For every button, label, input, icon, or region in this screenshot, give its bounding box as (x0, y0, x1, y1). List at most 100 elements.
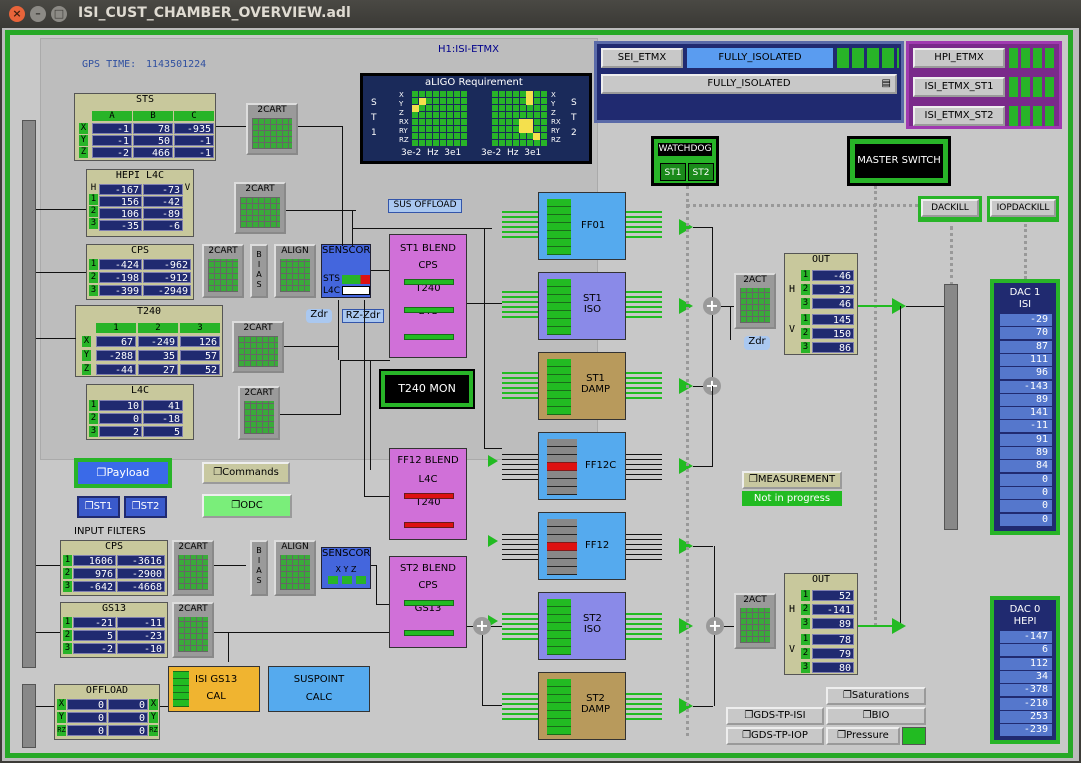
wire (160, 706, 168, 707)
out-cell: 78 (812, 634, 854, 646)
freq-max: 3e1 (524, 148, 542, 158)
cps-cell: -198 (99, 272, 142, 284)
st1-button[interactable]: ❐ST1 (77, 496, 120, 518)
pressure-button[interactable]: ❐Pressure (826, 727, 900, 745)
aligo-title: aLIGO Requirement (425, 77, 523, 88)
cps-input-2cart-button[interactable]: 2CART (172, 540, 214, 596)
measurement-button[interactable]: ❐MEASUREMENT (742, 471, 842, 489)
wire (36, 706, 54, 707)
bio-button[interactable]: ❐BIO (826, 707, 926, 725)
bio-label: BIO (871, 710, 890, 721)
hpi-etmx-button[interactable]: HPI_ETMX (913, 48, 1005, 68)
sei-etmx-button[interactable]: SEI_ETMX (601, 48, 683, 68)
output-line (858, 625, 892, 627)
row-1: 1 (89, 400, 98, 411)
minimize-window-button[interactable]: – (30, 6, 46, 22)
suspoint-calc-block[interactable]: SUSPOINT CALC (268, 666, 370, 712)
st1-2act-button[interactable]: 2ACT (734, 273, 776, 329)
ff12-blend-block[interactable]: FF12 BLEND L4C T240 (389, 448, 467, 540)
t240-cell: 126 (180, 336, 220, 348)
row-1: 1 (63, 555, 72, 566)
st1-iso-block[interactable]: ST1 ISO (538, 272, 626, 340)
row-2: 2 (63, 568, 72, 579)
wire (36, 632, 60, 633)
t240-2cart-button[interactable]: 2CART (232, 321, 284, 373)
ff12-blend-t240: T240 (415, 497, 441, 508)
bias-button-2[interactable]: B I A S (250, 540, 268, 596)
ff01-out-lines (626, 208, 662, 238)
senscor-block-2[interactable]: SENSCOR X Y Z (321, 547, 371, 589)
out-cell: 145 (812, 314, 854, 326)
st1-damp-block[interactable]: ST1 DAMP (538, 352, 626, 420)
wire (376, 565, 377, 605)
row-2: 2 (63, 630, 72, 641)
freq-min: 3e-2 (401, 148, 422, 158)
dac-value: 141 (1000, 407, 1052, 420)
iopdackill-button[interactable]: IOPDACKILL (987, 196, 1059, 222)
watchdog-st2[interactable]: ST2 (688, 163, 714, 181)
cps-2cart-button[interactable]: 2CART (202, 244, 244, 298)
wire (214, 565, 246, 566)
summing-junction-icon: + (706, 617, 724, 635)
dac-selector-slider[interactable] (944, 284, 958, 530)
st2-iso-block[interactable]: ST2 ISO (538, 592, 626, 660)
gs13-2cart-button[interactable]: 2CART (172, 602, 214, 658)
senscor-block[interactable]: SENSCOR STS L4C (321, 244, 371, 298)
st2-damp-block[interactable]: ST2 DAMP (538, 672, 626, 740)
input-filters-label: INPUT FILTERS (74, 526, 146, 537)
master-switch-button[interactable]: MASTER SWITCH (847, 136, 951, 186)
payload-button[interactable]: ❐Payload (74, 458, 172, 488)
wire (36, 272, 86, 273)
align-button-2[interactable]: ALIGN (274, 540, 316, 596)
sei-request-select[interactable]: FULLY_ISOLATED▤ (601, 74, 897, 94)
ff01-block[interactable]: FF01 (538, 192, 626, 260)
window-icon: ❐ (744, 710, 754, 721)
st2-out-matrix: OUT H V 1 2 3 1 2 3 52 -141 89 78 79 80 (784, 573, 858, 675)
aligo-axes-st2: X Y Z RX RY RZ (551, 91, 561, 144)
dackill-button[interactable]: DACKILL (918, 196, 982, 222)
t240-mon-button[interactable]: T240 MON (379, 369, 475, 409)
commands-button[interactable]: ❐Commands (202, 462, 290, 484)
gds-tp-iop-button[interactable]: ❐GDS-TP-IOP (726, 727, 824, 745)
row-3: 3 (63, 581, 72, 592)
l4c-2cart-button[interactable]: 2CART (238, 386, 280, 440)
st2-iso-label: ST2 ISO (583, 613, 602, 635)
offload-matrix: OFFLOAD X Y RZ 0 0 0 0 0 0 X Y RZ (54, 684, 160, 740)
st2-blend-cps: CPS (418, 580, 438, 591)
bias-button[interactable]: B I A S (250, 244, 268, 298)
left-slider-lower[interactable] (22, 684, 36, 748)
ff01-label: FF01 (581, 220, 606, 231)
ff12c-block[interactable]: FF12C (538, 432, 626, 500)
payload-label: Payload (106, 466, 150, 479)
st1iso-out-lines (626, 288, 662, 318)
hepi-2cart-button[interactable]: 2CART (234, 182, 286, 234)
sts-2cart-button[interactable]: 2CART (246, 103, 298, 155)
st1-damp-label: ST1 DAMP (581, 373, 611, 395)
st2-button[interactable]: ❐ST2 (124, 496, 167, 518)
2act-label: 2ACT (743, 595, 767, 605)
st2-blend-block[interactable]: ST2 BLEND CPS GS13 (389, 556, 467, 648)
watchdog-st1[interactable]: ST1 (660, 163, 686, 181)
sts-col-c: C (174, 111, 214, 121)
left-slider-upper[interactable] (22, 120, 36, 668)
row-2: 2 (89, 413, 98, 424)
cps-input-cell: 976 (73, 568, 116, 580)
st2-2act-button[interactable]: 2ACT (734, 593, 776, 649)
odc-button[interactable]: ❐ODC (202, 494, 292, 518)
wire (906, 306, 946, 307)
wire (693, 706, 713, 707)
zdr-tag: Zdr (306, 309, 332, 323)
saturations-button[interactable]: ❐Saturations (826, 687, 926, 705)
maximize-window-button[interactable]: □ (51, 6, 67, 22)
offload-title: OFFLOAD (85, 685, 129, 696)
ff12-block[interactable]: FF12 (538, 512, 626, 580)
align-button[interactable]: ALIGN (274, 244, 316, 298)
isi-st2-guardian-button[interactable]: ISI_ETMX_ST2 (913, 106, 1005, 126)
isi-st1-guardian-button[interactable]: ISI_ETMX_ST1 (913, 77, 1005, 97)
gs13-matrix: GS13 1 2 3 -21 -11 5 -23 -2 -10 (60, 602, 168, 658)
close-window-button[interactable]: × (9, 6, 25, 22)
cps-title: CPS (130, 245, 150, 256)
isi-gs13-cal-block[interactable]: ISI GS13 CAL (168, 666, 260, 712)
st1-blend-block[interactable]: ST1 BLEND CPS T240 L4C (389, 234, 467, 358)
gds-tp-isi-button[interactable]: ❐GDS-TP-ISI (726, 707, 824, 725)
